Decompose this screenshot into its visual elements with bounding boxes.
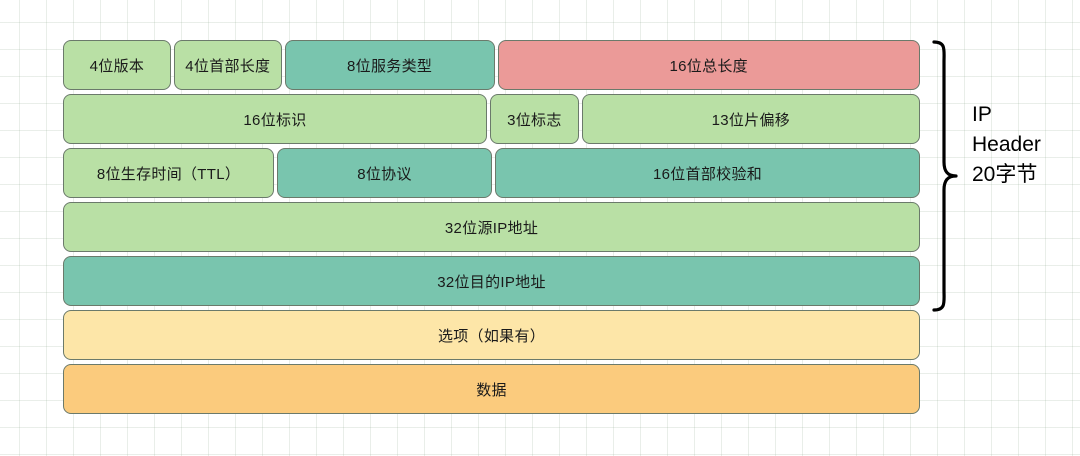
- ip-header-rows: 4位版本 4位首部长度 8位服务类型 16位总长度 16位标识 3位标志 13位片偏移 8位生…: [63, 40, 920, 418]
- field-label: 32位源IP地址: [444, 219, 539, 237]
- field-label: 8位生存时间（TTL）: [96, 165, 241, 183]
- field-label: 16位标识: [243, 111, 307, 129]
- field-cell: 4位版本: [63, 40, 171, 90]
- ip-header-row-2: 16位标识 3位标志 13位片偏移: [63, 94, 920, 144]
- field-label: 8位服务类型: [347, 57, 433, 75]
- field-label: 4位首部长度: [185, 57, 271, 75]
- field-cell: 4位首部长度: [173, 40, 282, 90]
- ip-header-row-1: 4位版本 4位首部长度 8位服务类型 16位总长度: [63, 40, 920, 90]
- field-label: 32位目的IP地址: [437, 273, 546, 291]
- field-cell: 16位总长度: [497, 40, 920, 90]
- ip-header-row-3: 8位生存时间（TTL） 8位协议 16位首部校验和: [63, 148, 920, 198]
- brace-bracket: [932, 40, 958, 312]
- ip-header-row-7: 数据: [63, 364, 920, 414]
- brace-label-line-3: 20字节: [972, 163, 1038, 186]
- brace-label-line-1: IP: [972, 103, 992, 126]
- ip-header-row-5: 32位目的IP地址: [63, 256, 920, 306]
- field-cell: 8位协议: [277, 148, 492, 198]
- field-cell: 13位片偏移: [581, 94, 920, 144]
- field-cell: 16位标识: [63, 94, 487, 144]
- field-cell: 32位目的IP地址: [63, 256, 920, 306]
- field-label: 16位首部校验和: [652, 165, 763, 183]
- field-label: 选项（如果有）: [437, 327, 546, 345]
- field-cell: 32位源IP地址: [63, 202, 920, 252]
- brace-label: IP Header 20字节: [972, 100, 1076, 190]
- field-label: 16位总长度: [669, 57, 748, 75]
- ip-header-row-6: 选项（如果有）: [63, 310, 920, 360]
- brace-label-line-2: Header: [972, 133, 1041, 156]
- field-label: 13位片偏移: [711, 111, 791, 129]
- field-label: 8位协议: [357, 165, 412, 183]
- field-label: 数据: [476, 381, 507, 399]
- field-label: 3位标志: [507, 111, 562, 129]
- field-label: 4位版本: [89, 57, 145, 75]
- field-cell: 16位首部校验和: [495, 148, 920, 198]
- field-cell: 8位生存时间（TTL）: [63, 148, 275, 198]
- field-cell: 3位标志: [490, 94, 579, 144]
- field-cell: 选项（如果有）: [63, 310, 920, 360]
- field-cell: 数据: [63, 364, 920, 414]
- field-cell: 8位服务类型: [284, 40, 495, 90]
- ip-header-row-4: 32位源IP地址: [63, 202, 920, 252]
